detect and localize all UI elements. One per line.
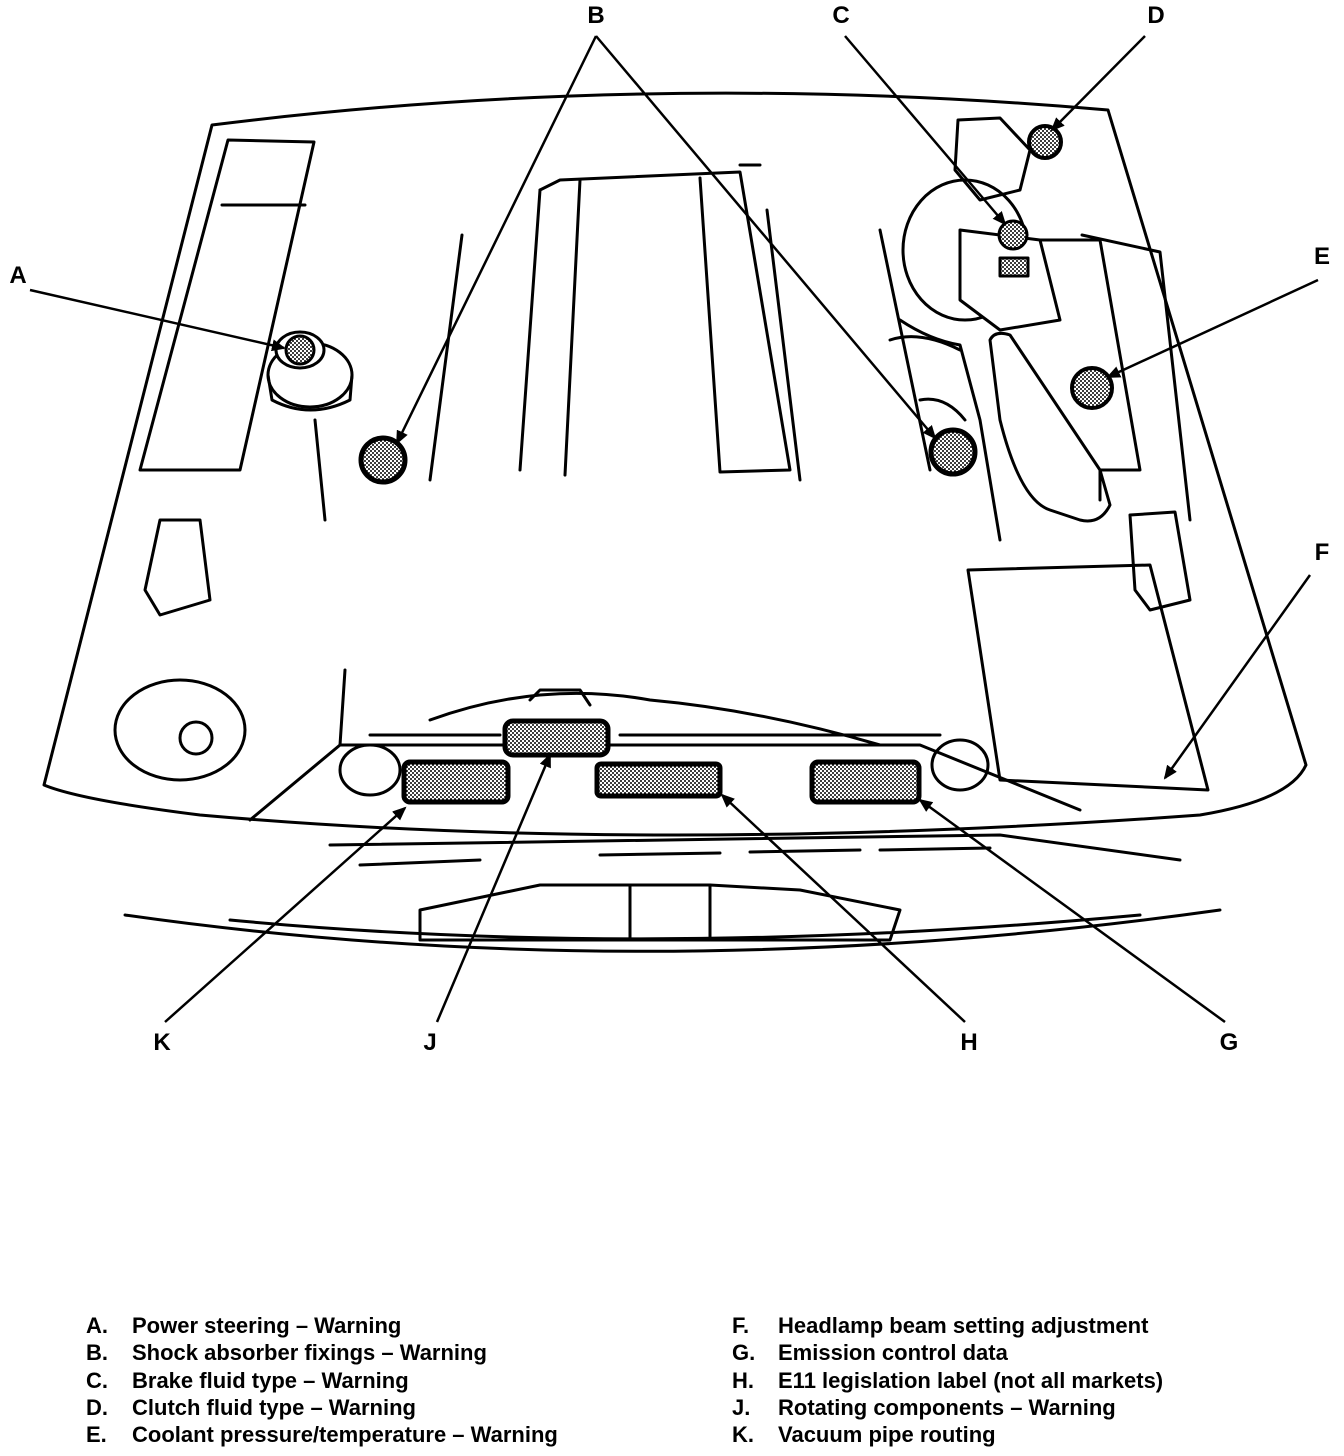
legend-key: A.	[86, 1313, 108, 1338]
callout-d: D	[1147, 2, 1165, 29]
callout-e: E	[1313, 243, 1330, 270]
legend-item-g: G. Emission control data	[732, 1339, 1163, 1366]
callout-h: H	[960, 1029, 978, 1056]
legend-key: J.	[732, 1394, 751, 1420]
legend-key: C.	[86, 1367, 108, 1393]
leader-j	[435, 753, 552, 1023]
left-inner-panel	[138, 138, 316, 472]
legend-text: Brake fluid type – Warning	[132, 1367, 409, 1393]
legend-item-d: D. Clutch fluid type – Warning	[86, 1394, 558, 1421]
leader-b-right	[595, 35, 937, 440]
shock-fixing-right	[928, 427, 978, 477]
headlamp-panel	[966, 563, 1210, 792]
label-patch-h	[594, 761, 723, 799]
legend-text: Coolant pressure/temperature – Warning	[132, 1422, 558, 1448]
leader-d	[1050, 35, 1146, 132]
callout-f: F	[1314, 539, 1330, 566]
slam-panel	[248, 743, 1082, 822]
callout-g: G	[1219, 1029, 1239, 1056]
bay-outline	[42, 91, 1308, 837]
leader-c	[844, 35, 1007, 226]
leader-g	[918, 798, 1226, 1024]
legend-key: E.	[86, 1422, 107, 1448]
label-patch-k	[401, 759, 511, 805]
engine-block	[538, 170, 792, 474]
callout-k: K	[153, 1029, 171, 1056]
legend-text: Clutch fluid type – Warning	[132, 1394, 416, 1420]
legend-text: Rotating components – Warning	[778, 1394, 1116, 1420]
leader-k	[164, 806, 407, 1023]
legend-text: Vacuum pipe routing	[778, 1422, 996, 1448]
front-bumper	[328, 833, 1182, 862]
legend-item-k: K. Vacuum pipe routing	[732, 1421, 1163, 1448]
washer-filler	[113, 678, 247, 782]
legend-item-j: J. Rotating components – Warning	[732, 1394, 1163, 1421]
callout-b: B	[587, 2, 605, 29]
callout-j: J	[423, 1029, 437, 1056]
label-patch-j	[502, 718, 611, 758]
left-relay	[143, 518, 212, 617]
legend-text: E11 legislation label (not all markets)	[778, 1367, 1164, 1393]
callout-a: A	[9, 262, 27, 289]
legend-key: G.	[732, 1340, 756, 1366]
power-steering-reservoir	[266, 330, 354, 522]
clutch-reservoir	[953, 116, 1063, 202]
right-relay	[1128, 510, 1192, 612]
brake-servo	[901, 178, 1062, 332]
legend-item-a: A. Power steering – Warning	[86, 1312, 558, 1339]
coolant-tank	[988, 331, 1114, 523]
legend-text: Power steering – Warning	[132, 1313, 402, 1338]
leader-f	[1163, 574, 1312, 780]
legend-key: B.	[86, 1340, 108, 1366]
legend-key: K.	[732, 1422, 754, 1448]
legend-text: Shock absorber fixings – Warning	[132, 1340, 487, 1366]
legend-item-f: F. Headlamp beam setting adjustment	[732, 1312, 1163, 1339]
legend-key: F.	[732, 1313, 750, 1338]
legend-text: Emission control data	[778, 1340, 1008, 1366]
leader-a	[29, 288, 286, 352]
legend-item-e: E. Coolant pressure/temperature – Warning	[86, 1421, 558, 1448]
legend-text: Headlamp beam setting adjustment	[778, 1313, 1149, 1338]
leader-h	[720, 793, 966, 1023]
legend-item-c: C. Brake fluid type – Warning	[86, 1367, 558, 1394]
leader-b-left	[395, 35, 598, 445]
shock-fixing-left	[358, 435, 408, 485]
legend-right: F. Headlamp beam setting adjustment G. Emi…	[732, 1312, 1163, 1448]
legend-left: A. Power steering – Warning B. Shock absor…	[86, 1312, 558, 1448]
leader-e	[1106, 278, 1319, 379]
legend-item-b: B. Shock absorber fixings – Warning	[86, 1339, 558, 1366]
legend-item-h: H. E11 legislation label (not all markets…	[732, 1367, 1163, 1394]
legend-key: H.	[732, 1367, 754, 1393]
callout-c: C	[832, 2, 850, 29]
label-patch-g	[809, 759, 922, 805]
number-plate-recess	[418, 883, 902, 942]
legend-key: D.	[86, 1394, 108, 1420]
